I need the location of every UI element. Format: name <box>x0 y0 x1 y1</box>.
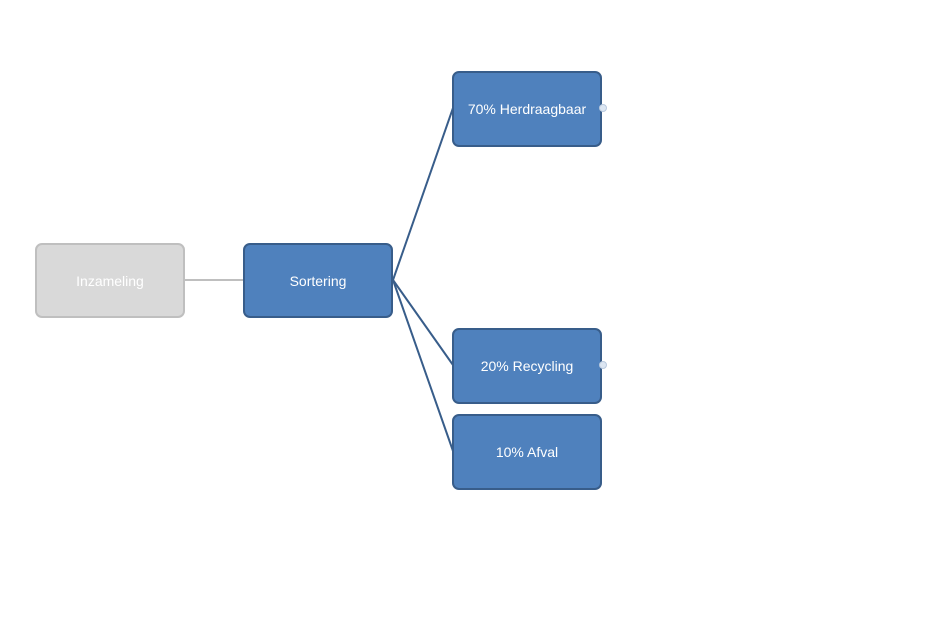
node-recycling[interactable]: 20% Recycling <box>452 328 602 404</box>
node-herdraagbaar[interactable]: 70% Herdraagbaar <box>452 71 602 147</box>
node-afval[interactable]: 10% Afval <box>452 414 602 490</box>
node-herdraagbaar-label: 70% Herdraagbaar <box>467 101 587 117</box>
resize-handle-recycling[interactable] <box>599 361 607 369</box>
connector-sortering-afval <box>392 279 454 452</box>
connector-sortering-herdraagbaar <box>392 107 454 281</box>
node-afval-label: 10% Afval <box>495 444 559 460</box>
node-sortering[interactable]: Sortering <box>243 243 393 318</box>
node-inzameling-label: Inzameling <box>76 272 144 289</box>
resize-handle-herdraagbaar[interactable] <box>599 104 607 112</box>
node-recycling-label: 20% Recycling <box>480 358 574 374</box>
connector-sortering-recycling <box>392 279 454 366</box>
node-inzameling[interactable]: Inzameling <box>35 243 185 318</box>
node-sortering-label: Sortering <box>289 272 347 289</box>
